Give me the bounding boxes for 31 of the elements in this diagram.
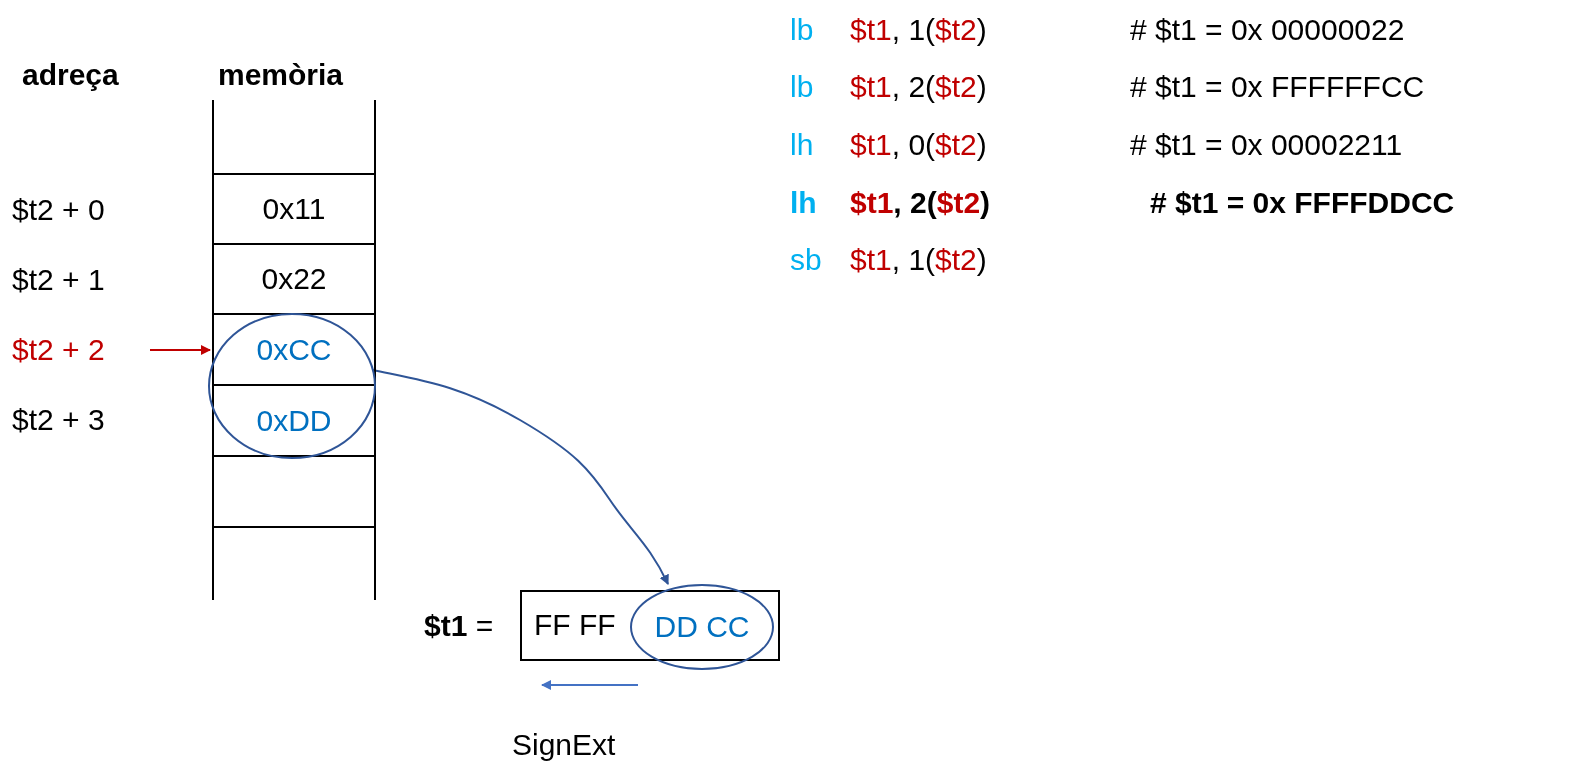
arrow <box>149 345 211 355</box>
instruction-operands: $t1, 2($t2) <box>850 185 991 221</box>
instruction-operands: $t1, 0($t2) <box>850 127 987 163</box>
column-header: memòria <box>218 57 344 93</box>
memory-cell <box>212 100 376 175</box>
instruction-operands: $t1, 2($t2) <box>850 69 987 105</box>
column-header: adreça <box>22 57 119 93</box>
instruction-mnemonic: lb <box>790 69 814 105</box>
memory-cell: 0x22 <box>212 245 376 315</box>
instruction-mnemonic: sb <box>790 242 822 278</box>
code-comment: # $t1 = 0x FFFFDDCC <box>1150 185 1455 221</box>
instruction-operands: $t1, 1($t2) <box>850 242 987 278</box>
highlighted-bytes: DD CC <box>630 584 774 670</box>
highlight-ellipse <box>207 312 377 460</box>
address-label: $t2 + 2 <box>12 332 105 368</box>
address-label: $t2 + 0 <box>12 192 105 228</box>
instruction-mnemonic: lh <box>790 127 814 163</box>
code-comment: # $t1 = 0x FFFFFFCC <box>1130 69 1425 105</box>
memory-cell <box>212 528 376 600</box>
memory-cell <box>212 457 376 528</box>
register-name: $t1 = <box>424 608 494 644</box>
code-comment: # $t1 = 0x 00002211 <box>1130 127 1403 163</box>
address-label: $t2 + 3 <box>12 402 105 438</box>
instruction-operands: $t1, 1($t2) <box>850 12 987 48</box>
address-label: $t2 + 1 <box>12 262 105 298</box>
operation-label: SignExt <box>512 727 616 763</box>
instruction-mnemonic: lb <box>790 12 814 48</box>
memory-cell: 0x11 <box>212 175 376 245</box>
code-comment: # $t1 = 0x 00000022 <box>1130 12 1405 48</box>
instruction-mnemonic: lh <box>790 185 817 221</box>
register-value: FF FF <box>534 608 616 642</box>
